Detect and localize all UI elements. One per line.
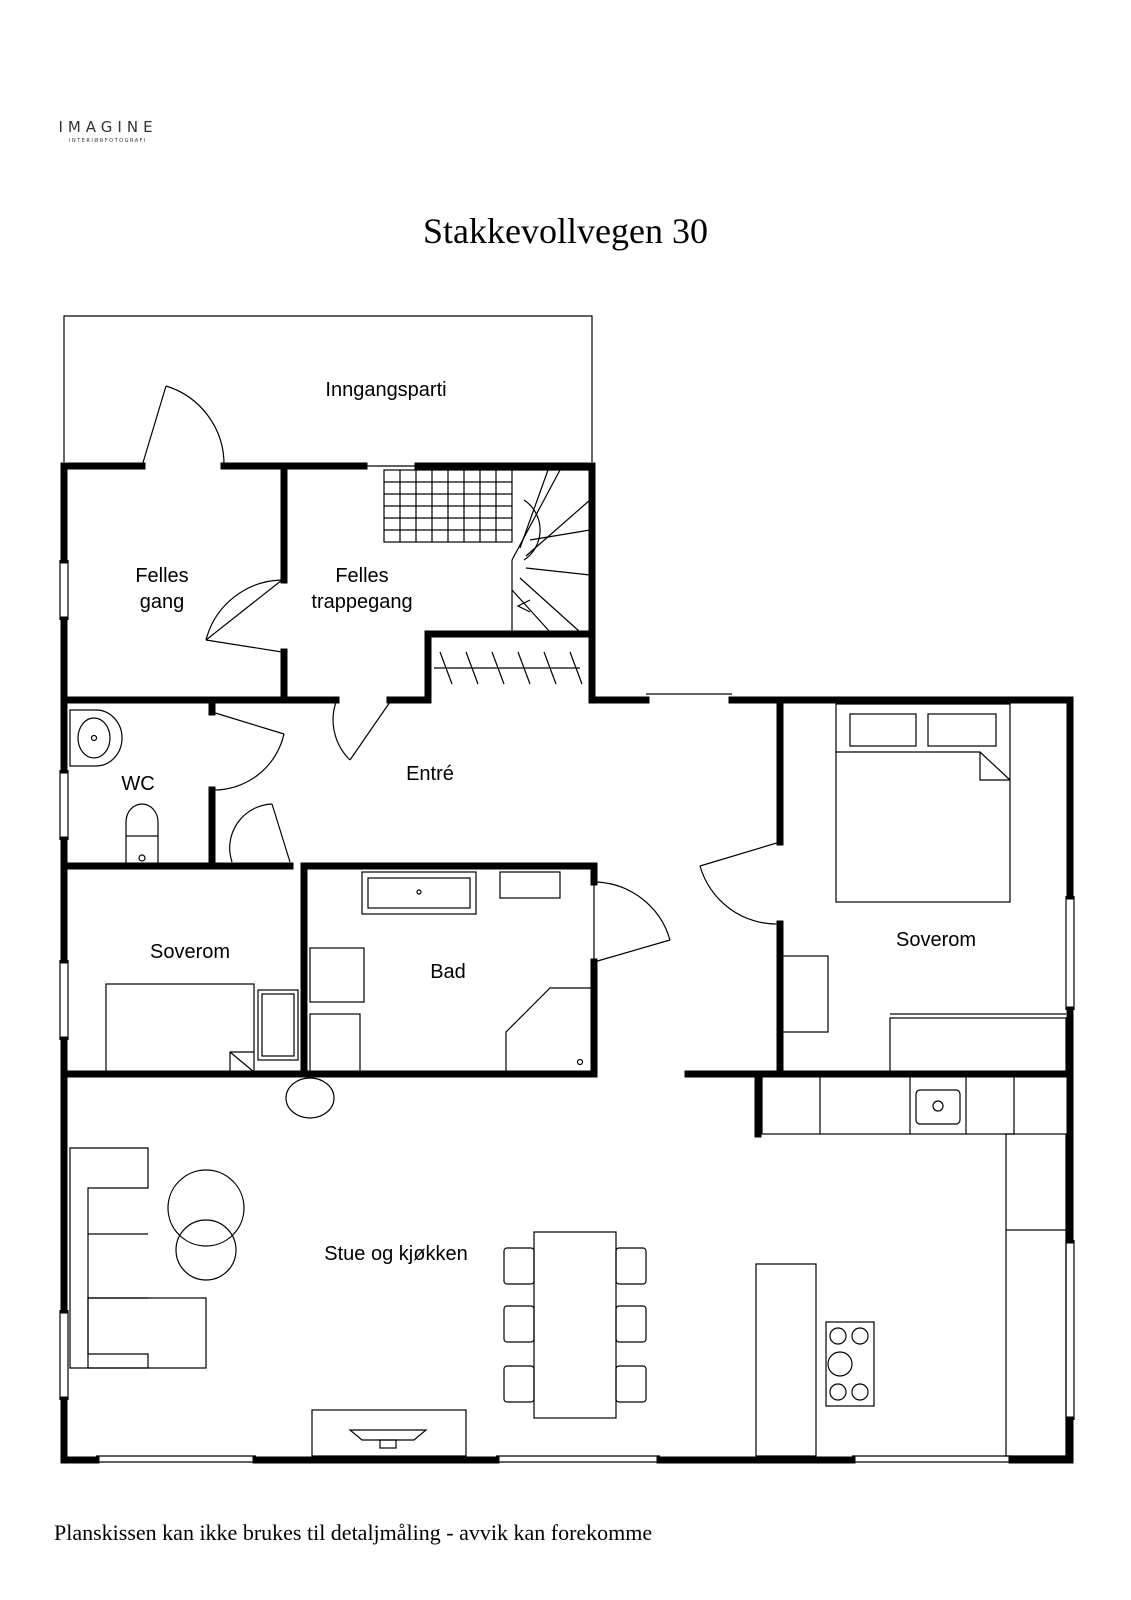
kitchen-island bbox=[755, 1263, 817, 1457]
vanity bbox=[361, 871, 477, 915]
ceiling-lamp bbox=[285, 1077, 335, 1119]
stair-turn bbox=[511, 469, 591, 633]
gang-door-swing bbox=[205, 579, 283, 641]
room-label-entre: Entré bbox=[406, 763, 454, 785]
room-label-felles-gang-1: Felles bbox=[135, 565, 188, 587]
entrance-door-swing bbox=[165, 385, 225, 467]
walls bbox=[60, 462, 1074, 1464]
stair-winders bbox=[511, 469, 591, 633]
stair-arrow bbox=[516, 599, 531, 613]
windows bbox=[59, 465, 1075, 1463]
gang-door bbox=[205, 579, 283, 641]
thin-lines bbox=[59, 315, 1075, 1463]
washer bbox=[309, 947, 365, 1003]
entrance-door bbox=[141, 385, 167, 467]
dining-table bbox=[533, 1231, 617, 1419]
bed-left bbox=[105, 983, 255, 1073]
room-label-soverom-right: Soverom bbox=[896, 929, 976, 951]
room-label-inngangsparti: Inngangsparti bbox=[325, 379, 446, 401]
wardrobe-hangers bbox=[439, 651, 583, 685]
logo-name: IMAGINE bbox=[58, 118, 158, 136]
shower bbox=[505, 987, 592, 1072]
porch-outline bbox=[63, 315, 593, 462]
room-label-wc: WC bbox=[121, 773, 154, 795]
room-label-soverom-left: Soverom bbox=[150, 941, 230, 963]
room-label-felles-trappegang-1: Felles bbox=[335, 565, 388, 587]
pouf bbox=[175, 1219, 237, 1281]
tall-cabinets bbox=[1005, 1133, 1067, 1457]
bedroom-right-door bbox=[699, 841, 781, 867]
stair-curve bbox=[523, 499, 541, 561]
bedroom-left-door bbox=[271, 803, 291, 863]
side-table bbox=[167, 1169, 245, 1247]
room-label-stue-og-kjokken: Stue og kjøkken bbox=[324, 1243, 467, 1265]
sink-icon bbox=[69, 709, 123, 767]
cooktop bbox=[825, 1321, 875, 1407]
tv-icon bbox=[348, 1429, 428, 1441]
pillow-left bbox=[849, 713, 917, 747]
logo-tagline: INTERIØRFOTOGRAFI bbox=[68, 138, 147, 144]
kitchen-sink-icon bbox=[915, 1089, 961, 1125]
desk-right bbox=[781, 955, 829, 1033]
logo: IMAGINE INTERIØRFOTOGRAFI bbox=[48, 118, 168, 144]
duvet bbox=[836, 751, 1011, 781]
nightstand-left bbox=[257, 989, 299, 1061]
stair-door bbox=[349, 701, 391, 761]
page-title: Stakkevollvegen 30 bbox=[423, 211, 708, 251]
dining-chairs bbox=[503, 1247, 647, 1403]
double-bed bbox=[835, 703, 1011, 903]
room-label-felles-gang-2: gang bbox=[140, 591, 185, 613]
disclaimer: Planskissen kan ikke brukes til detaljmå… bbox=[54, 1520, 653, 1545]
wardrobe-right bbox=[889, 1017, 1067, 1075]
bath-shelf bbox=[499, 871, 561, 899]
toilet-icon bbox=[125, 803, 159, 865]
room-label-felles-trappegang-2: trappegang bbox=[311, 591, 412, 613]
room-label-bad: Bad bbox=[430, 961, 466, 983]
dryer bbox=[309, 1013, 361, 1073]
stair-steps bbox=[384, 470, 512, 542]
pillow-right bbox=[927, 713, 997, 747]
sofa bbox=[69, 1147, 207, 1369]
kitchen-counter bbox=[761, 1073, 1015, 1135]
tv-bench bbox=[311, 1409, 467, 1457]
wc-door bbox=[211, 711, 285, 735]
